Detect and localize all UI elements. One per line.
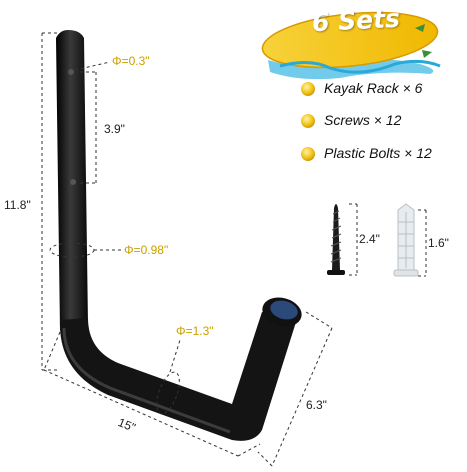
feature-kayak-rack: Kayak Rack × 6 [324, 80, 423, 96]
hole-diameter-label: Φ=0.3" [112, 54, 150, 68]
feature-plastic-bolts: Plastic Bolts × 12 [324, 145, 432, 161]
shaft-diameter-label: Φ=0.98" [124, 243, 169, 257]
bullet-icon [301, 82, 315, 96]
kayak-hook-icon [56, 30, 302, 441]
dimension-lines [41, 32, 333, 467]
tip-length-label: 6.3" [306, 398, 327, 412]
plastic-anchor-icon [393, 203, 419, 277]
surfboard-badge-icon [261, 11, 441, 80]
sets-badge-label: 6 Sets [311, 3, 401, 38]
bolt-length-label: 1.6" [428, 236, 449, 250]
feature-screws: Screws × 12 [324, 112, 402, 128]
screw-icon [327, 204, 345, 275]
total-height-label: 11.8" [4, 198, 31, 212]
bullet-icon [301, 114, 315, 128]
hole-spacing-label: 3.9" [104, 122, 125, 136]
screw-length-label: 2.4" [359, 232, 380, 246]
bullet-icon [301, 147, 315, 161]
arm-diameter-label: Φ=1.3" [176, 324, 214, 338]
anchor-dimension-line [418, 209, 427, 277]
screw-dimension-line [349, 203, 358, 276]
